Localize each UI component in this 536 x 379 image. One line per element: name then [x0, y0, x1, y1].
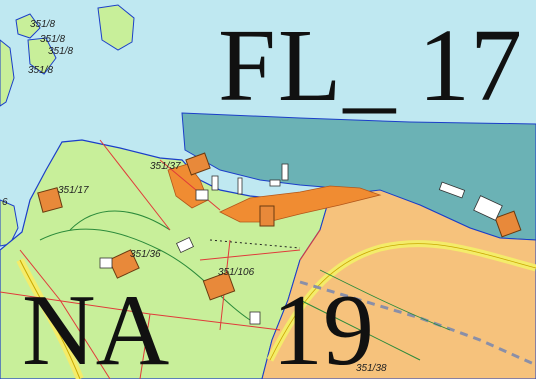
zone-label-fl-number: 17 — [418, 8, 522, 123]
parcel-label-351-36: 351/36 — [130, 249, 161, 260]
road-south-edge — [269, 243, 536, 361]
road-main-edge — [19, 259, 81, 379]
parcel-label-351-8-b: 351/8 — [40, 34, 66, 45]
island-4 — [15, 13, 41, 39]
island-3 — [27, 37, 57, 75]
contour-3 — [299, 299, 421, 361]
parcel-label-351-38: 351/38 — [356, 363, 387, 374]
zone-label-na-number: 19 — [272, 274, 374, 379]
island-2 — [0, 39, 15, 107]
parcel-label-6: 6 — [2, 197, 8, 208]
parcel-label-351-8-a: 351/8 — [30, 19, 56, 30]
parcel-label-351-37: 351/37 — [150, 161, 181, 172]
small-structures — [99, 163, 503, 325]
dotted-boundary — [209, 239, 301, 249]
contour-4 — [319, 269, 451, 331]
buildings — [37, 152, 522, 301]
parcel-label-351-8-c: 351/8 — [48, 46, 74, 57]
contour-2 — [69, 210, 171, 231]
parcel-label-351-106: 351/106 — [218, 267, 255, 278]
island-1 — [97, 4, 135, 51]
parcel-label-351-17: 351/17 — [58, 185, 89, 196]
zone-label-fl: FL_ — [218, 8, 398, 123]
parcel-boundaries — [0, 139, 321, 379]
parcel-label-351-8-d: 351/8 — [28, 65, 54, 76]
zone-label-na: NA — [22, 274, 170, 379]
island-5 — [0, 199, 19, 247]
